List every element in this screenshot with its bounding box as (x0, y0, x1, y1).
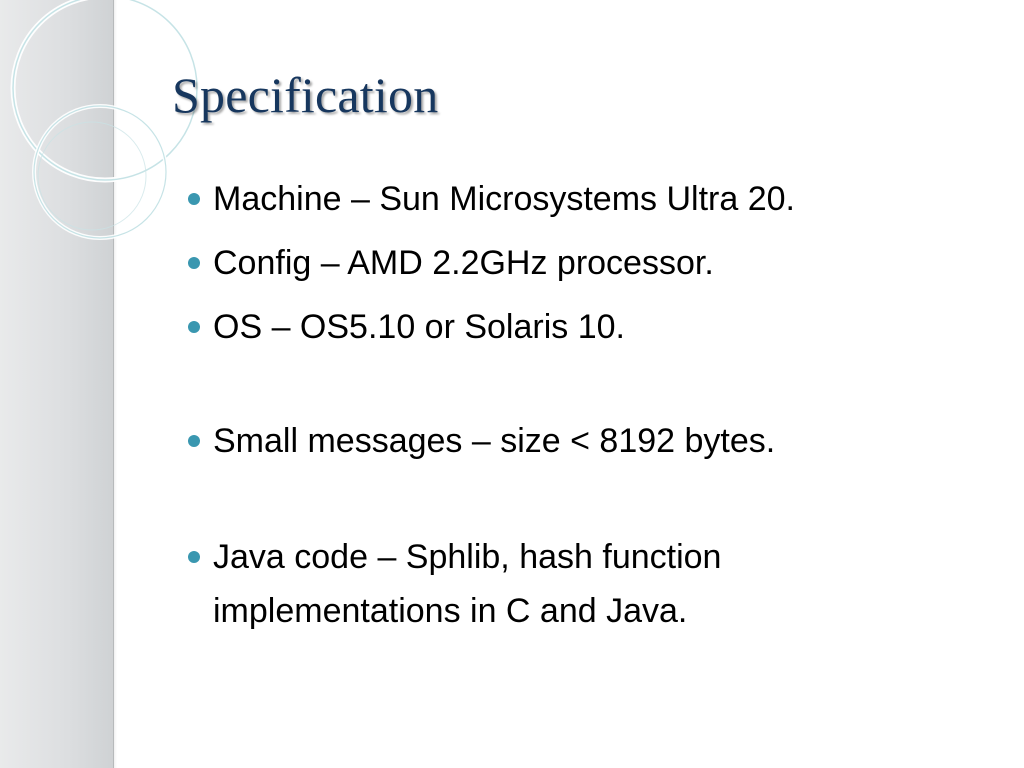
bullet-text: OS – OS5.10 or Solaris 10. (213, 308, 625, 346)
bullet-text: Machine – Sun Microsystems Ultra 20. (213, 180, 795, 218)
bullet-item: Machine – Sun Microsystems Ultra 20. (186, 172, 986, 226)
bullet-icon (188, 257, 200, 269)
bullet-text: Small messages – size < 8192 bytes. (213, 422, 776, 460)
bullet-list: Machine – Sun Microsystems Ultra 20. Con… (186, 172, 986, 638)
bullet-text: Java code – Sphlib, hash function implem… (213, 538, 722, 630)
bullet-item: OS – OS5.10 or Solaris 10. (186, 300, 986, 354)
bullet-item: Config – AMD 2.2GHz processor. (186, 236, 986, 290)
bullet-icon (188, 193, 200, 205)
bullet-icon (188, 551, 200, 563)
side-panel (0, 0, 117, 768)
bullet-icon (188, 435, 200, 447)
decorative-circles (10, 0, 200, 240)
bullet-item: Java code – Sphlib, hash function implem… (186, 530, 833, 638)
bullet-text: Config – AMD 2.2GHz processor. (213, 244, 714, 282)
slide-title: Specification (172, 67, 439, 123)
bullet-item: Small messages – size < 8192 bytes. (186, 414, 986, 468)
bullet-icon (188, 321, 200, 333)
